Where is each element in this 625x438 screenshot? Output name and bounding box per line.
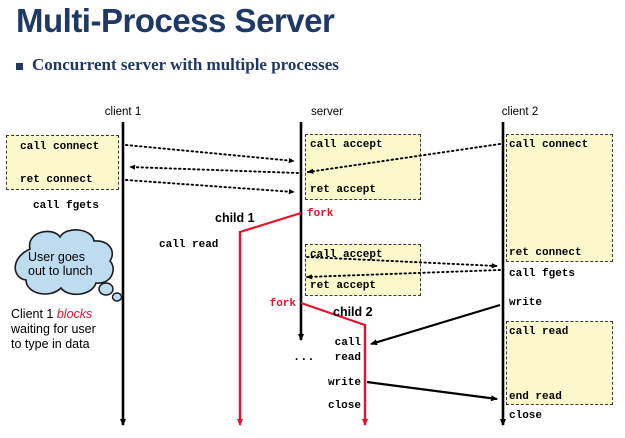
client1-connect-box — [6, 135, 119, 190]
client1-ret-connect: ret connect — [20, 174, 93, 186]
arrow-server-to-client1 — [129, 164, 299, 174]
cloud-line-2: out to lunch — [28, 264, 93, 278]
child-2-label: child 2 — [333, 305, 373, 319]
client2-call-connect: call connect — [509, 139, 589, 151]
caption-line-2: waiting for user — [11, 322, 96, 336]
caption-line-1-prefix: Client 1 — [11, 307, 57, 321]
cloud-line-1: User goes — [28, 250, 85, 264]
child2-call: call — [334, 337, 361, 349]
bullet-item: Concurrent server with multiple processe… — [16, 55, 339, 75]
client2-call-read: call read — [509, 326, 569, 338]
client2-read-box — [506, 321, 613, 405]
client2-close: close — [509, 410, 543, 422]
column-header-client-1: client 1 — [104, 106, 142, 118]
server-accept-box-1 — [305, 134, 421, 200]
thought-cloud — [14, 229, 123, 302]
column-header-server: server — [311, 106, 343, 118]
column-header-client-2: client 2 — [501, 106, 539, 118]
arrow-child2-write-to-client2 — [366, 380, 498, 402]
client1-call-connect: call connect — [20, 141, 100, 153]
server-fork-1: fork — [307, 208, 334, 220]
server-ellipsis: ... — [293, 350, 315, 364]
client2-call-fgets: call fgets — [509, 268, 576, 280]
child2-write: write — [327, 377, 361, 389]
caption-line-3: to type in data — [11, 337, 90, 351]
server-call-accept-2: call accept — [310, 249, 383, 261]
client1-call-fgets: call fgets — [33, 200, 100, 212]
fork-branch-child-2 — [300, 301, 366, 327]
server-call-accept-1: call accept — [310, 139, 383, 151]
caption-blocks-emphasis: blocks — [56, 307, 93, 321]
arrow-client1-ack-to-server — [125, 179, 295, 195]
page-title: Multi-Process Server — [16, 2, 335, 39]
client2-connect-box — [506, 134, 613, 262]
server-fork-2: fork — [269, 298, 296, 310]
client2-write: write — [509, 297, 543, 309]
arrow-client2-write-to-child2 — [370, 303, 501, 346]
child2-read: read — [334, 352, 361, 364]
client2-ret-connect: ret connect — [509, 247, 582, 259]
bullet-label: Concurrent server with multiple processe… — [32, 55, 339, 74]
bullet-square-icon — [16, 62, 23, 70]
server-ret-accept-1: ret accept — [310, 184, 377, 196]
client1-block-caption: Client 1 blocks waiting for user to type… — [11, 307, 96, 352]
child2-close: close — [327, 400, 361, 412]
arrow-server-to-client2 — [306, 256, 498, 269]
child-1-label: child 1 — [215, 211, 255, 225]
child1-call-read: call read — [159, 239, 219, 251]
server-accept-box-2 — [305, 244, 421, 296]
fork-branch-child-1 — [239, 211, 302, 234]
client2-end-read: end read — [509, 391, 562, 403]
arrow-client2-to-server — [306, 269, 501, 280]
arrow-client2-connect-to-server — [307, 143, 501, 174]
arrow-client1-connect-to-server — [125, 144, 295, 164]
cloud-text-wrap: User goes out to lunch — [2, 232, 128, 304]
server-ret-accept-2: ret accept — [310, 280, 377, 292]
